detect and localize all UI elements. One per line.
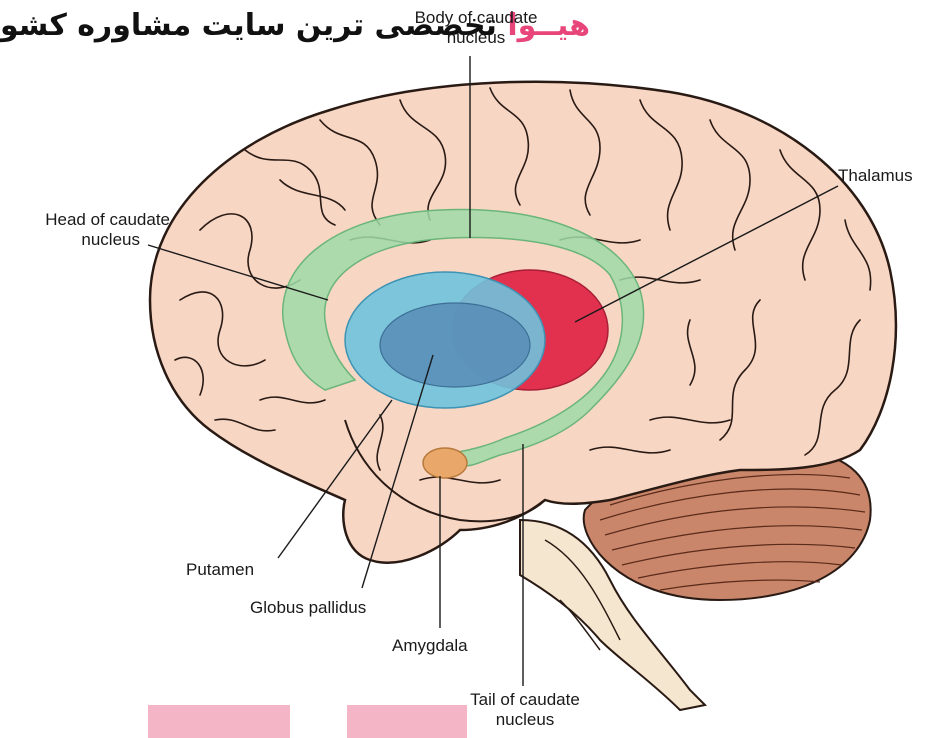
label-tail-of-caudate-line1: Tail of caudate bbox=[450, 690, 600, 710]
label-head-of-caudate: Head of caudate nucleus bbox=[10, 210, 170, 250]
label-amygdala: Amygdala bbox=[392, 636, 468, 656]
label-head-of-caudate-line1: Head of caudate bbox=[10, 210, 170, 230]
label-globus-pallidus: Globus pallidus bbox=[250, 598, 366, 618]
label-body-of-caudate: Body of caudate nucleus bbox=[396, 8, 556, 48]
footer-bar-left bbox=[148, 705, 290, 738]
label-thalamus: Thalamus bbox=[838, 166, 913, 186]
footer-bar-right bbox=[347, 705, 467, 738]
label-head-of-caudate-line2: nucleus bbox=[10, 230, 170, 250]
label-putamen: Putamen bbox=[186, 560, 254, 580]
label-tail-of-caudate-line2: nucleus bbox=[450, 710, 600, 730]
label-body-of-caudate-line1: Body of caudate bbox=[396, 8, 556, 28]
label-body-of-caudate-line2: nucleus bbox=[396, 28, 556, 48]
amygdala-structure bbox=[423, 448, 467, 478]
label-tail-of-caudate: Tail of caudate nucleus bbox=[450, 690, 600, 730]
globus-pallidus-structure bbox=[380, 303, 530, 387]
